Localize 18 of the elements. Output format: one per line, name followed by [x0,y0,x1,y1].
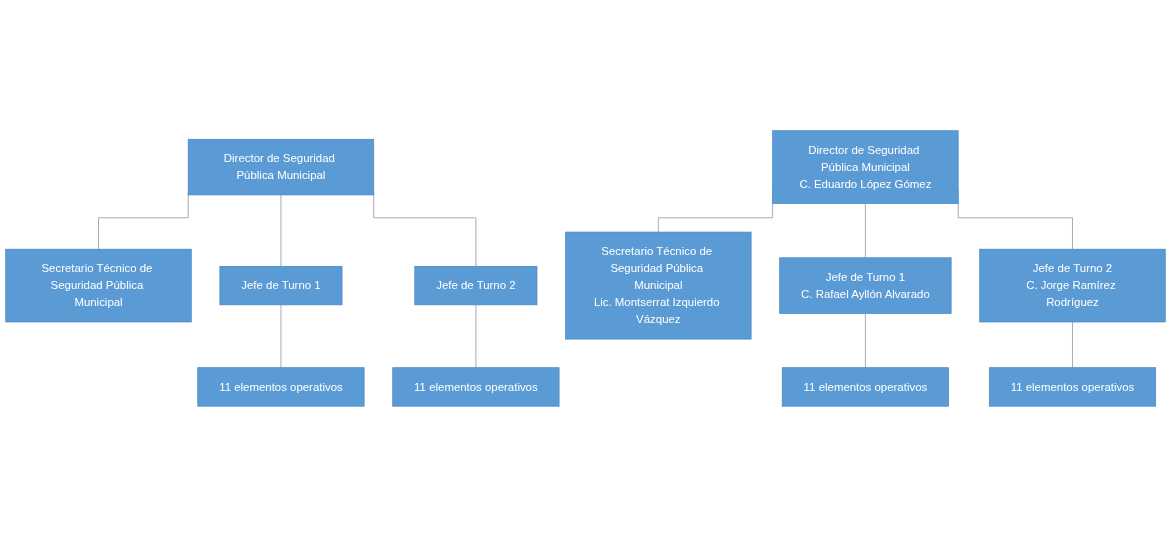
node-box: Director de Seguridad Pública Municipal C. Eduardo López Gómez [772,129,959,204]
connector [475,304,477,368]
connector [865,312,866,368]
node-box: Secretario Técnico de Seguridad Pública Municipal Lic. Montserrat Izquierdo Vázquez [565,231,752,339]
connector [280,304,282,368]
connector [865,202,866,258]
node-box: Jefe de Turno 2 C. Jorge Ramírez Rodríguez [979,248,1166,322]
node-box: 11 elementos operativos [988,366,1157,407]
node-box: Jefe de Turno 1 C. Rafael Ayllón Alvarado [779,256,952,314]
node-box: Director de Seguridad Pública Municipal [187,138,375,195]
node-box: 11 elementos operativos [392,366,560,407]
node-box: 11 elementos operativos [197,366,365,407]
node-box: Secretario Técnico de Seguridad Pública Municipal [5,248,192,322]
node-box: 11 elementos operativos [781,366,949,407]
connector [1072,321,1073,368]
node-box: Jefe de Turno 1 [219,265,343,305]
connector [280,194,282,267]
node-box: Jefe de Turno 2 [414,265,538,305]
